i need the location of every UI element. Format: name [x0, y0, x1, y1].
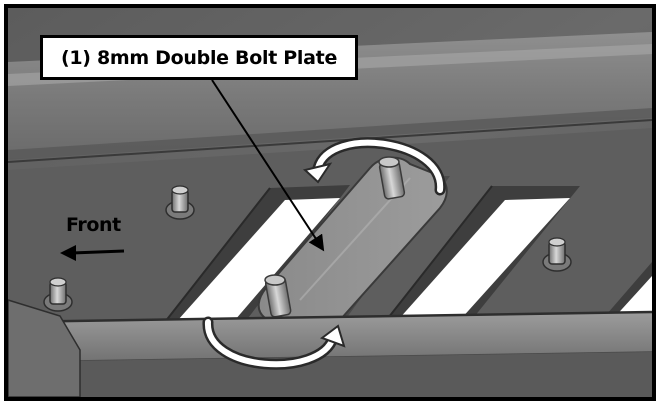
plate-bolt-lower [264, 274, 292, 318]
rotate-arrow-icon [202, 316, 346, 370]
rotate-arrow-icon [302, 137, 446, 196]
hex-bolt-left [165, 185, 195, 220]
step-slot-right [384, 185, 580, 323]
step-slot-far-right [600, 262, 652, 322]
front-direction-label: Front [66, 214, 121, 236]
callout-label: (1) 8mm Double Bolt Plate [40, 35, 358, 80]
bottom-rail [7, 310, 653, 397]
callout-leader-line [211, 79, 325, 252]
hex-bolt-right [542, 237, 572, 272]
hex-bolt-far-left [43, 277, 73, 312]
image-frame [4, 4, 656, 401]
direction-arrow-icon [60, 245, 125, 261]
plate-bolt-upper [378, 156, 406, 200]
